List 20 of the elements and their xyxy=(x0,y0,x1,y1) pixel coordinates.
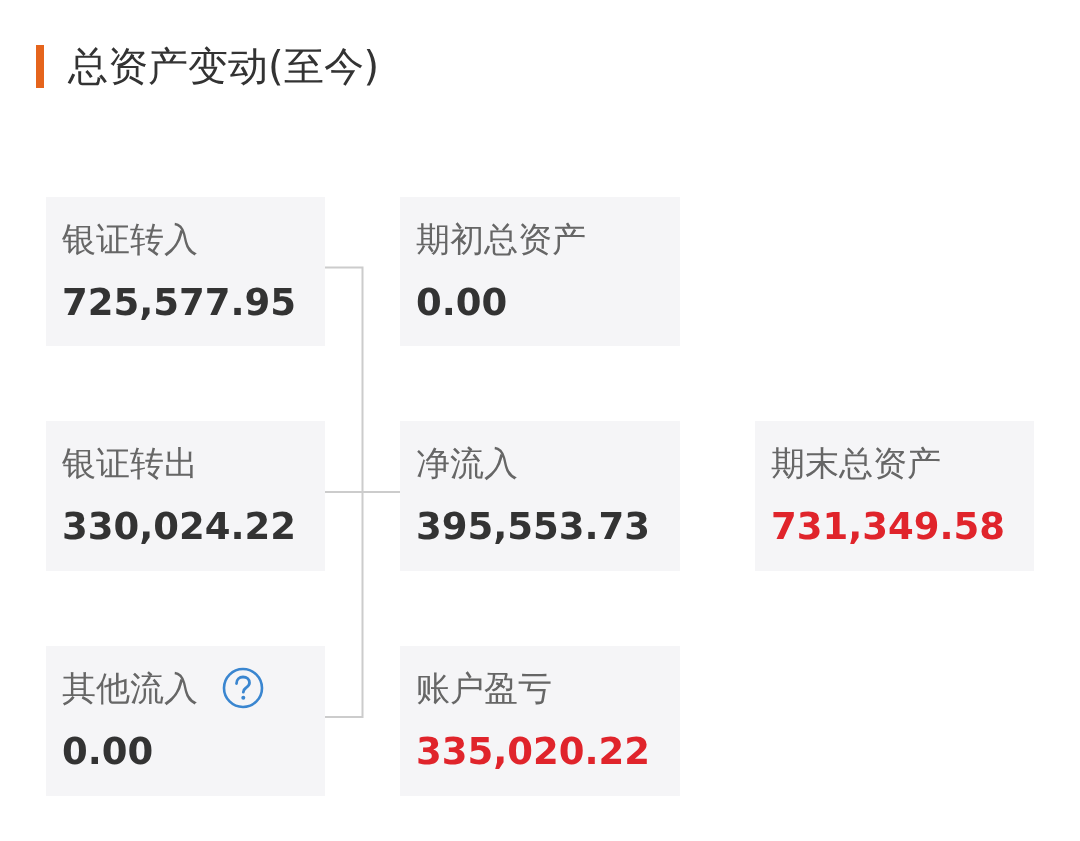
metric-value: 725,577.95 xyxy=(62,281,297,325)
metric-value: 395,553.73 xyxy=(416,505,651,549)
connector-line xyxy=(324,491,401,718)
metric-label: 银证转入 xyxy=(62,218,198,260)
metric-value: 0.00 xyxy=(416,281,508,325)
metric-label: 期初总资产 xyxy=(416,218,586,260)
metric-label: 净流入 xyxy=(416,442,518,484)
metric-value: 0.00 xyxy=(62,730,154,774)
section-title: 总资产变动(至今) xyxy=(68,42,380,91)
metric-card xyxy=(400,421,680,571)
metric-value: 330,024.22 xyxy=(62,505,297,549)
metric-card xyxy=(46,421,325,571)
metric-card xyxy=(46,646,325,796)
metric-card xyxy=(46,197,325,346)
metric-value: 731,349.58 xyxy=(771,505,1006,549)
metric-label: 其他流入 xyxy=(62,667,198,709)
metric-value: 335,020.22 xyxy=(416,730,651,774)
metric-label: 期末总资产 xyxy=(771,442,941,484)
metric-label: 银证转出 xyxy=(62,442,198,484)
metric-label: 账户盈亏 xyxy=(416,667,552,709)
